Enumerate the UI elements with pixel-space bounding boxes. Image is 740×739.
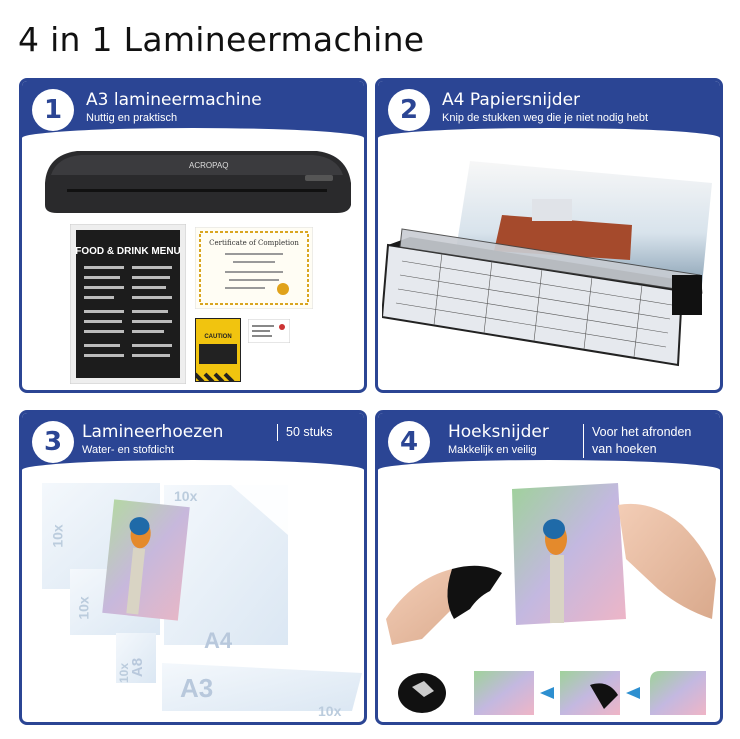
panel-number: 1 bbox=[32, 89, 74, 131]
paper-cutter-image bbox=[382, 161, 712, 367]
caution-sign-image: CAUTION bbox=[195, 318, 241, 382]
pouches-image bbox=[42, 479, 362, 711]
panel-number: 2 bbox=[388, 89, 430, 131]
panel-title: Lamineerhoezen bbox=[82, 422, 224, 442]
panel-subtitle: Water- en stofdicht bbox=[82, 444, 174, 456]
panel-pouches: 3 Lamineerhoezen Water- en stofdicht 50 … bbox=[19, 410, 367, 725]
certificate-image: Certificate of Completion bbox=[195, 227, 313, 309]
certificate-title: Certificate of Completion bbox=[209, 239, 299, 247]
pouch-count-label: 10x bbox=[318, 703, 342, 719]
pouch-size-a3: A3 bbox=[180, 673, 214, 703]
corner-cutter-note: Voor het afronden van hoeken bbox=[583, 424, 691, 458]
panel-subtitle: Knip de stukken weg die je niet nodig he… bbox=[442, 112, 649, 124]
panel-paper-cutter: 2 A4 Papiersnijder Knip de stukken weg d… bbox=[375, 78, 723, 393]
pouch-count-label: 10x bbox=[49, 524, 66, 548]
caution-text: CAUTION bbox=[204, 334, 231, 340]
panel-corner-cutter: 4 Hoeksnijder Makkelijk en veilig Voor h… bbox=[375, 410, 723, 725]
pouch-count-label: 10x bbox=[174, 488, 198, 504]
page-title: 4 in 1 Lamineermachine bbox=[18, 20, 425, 59]
pouch-size-a8: A8 bbox=[129, 657, 147, 678]
menu-card-image: FOOD & DRINK MENU bbox=[70, 224, 186, 384]
pouch-count: 50 stuks bbox=[277, 424, 333, 441]
panel-number: 3 bbox=[32, 421, 74, 463]
pouch-count-label: 10x bbox=[75, 596, 92, 620]
corner-cutter-note-line2: van hoeken bbox=[592, 442, 657, 456]
panel-title: A4 Papiersnijder bbox=[442, 90, 581, 110]
panel-header bbox=[378, 81, 720, 140]
panel-header bbox=[22, 81, 364, 140]
panel-header bbox=[22, 413, 364, 472]
panel-title: A3 lamineermachine bbox=[86, 90, 262, 110]
panel-subtitle: Makkelijk en veilig bbox=[448, 444, 537, 456]
panel-header bbox=[378, 413, 720, 472]
panel-laminator: 1 A3 lamineermachine Nuttig en praktisch… bbox=[19, 78, 367, 393]
panel-title: Hoeksnijder bbox=[448, 422, 549, 442]
pouch-size-a4: A4 bbox=[204, 628, 233, 653]
laminator-brand: ACROPAQ bbox=[189, 161, 228, 170]
corner-cutter-note-line1: Voor het afronden bbox=[592, 425, 692, 439]
menu-text: FOOD & DRINK MENU bbox=[75, 246, 181, 257]
business-card-image bbox=[248, 319, 290, 343]
laminator-machine-image: ACROPAQ bbox=[45, 151, 351, 213]
panel-subtitle: Nuttig en praktisch bbox=[86, 112, 178, 124]
panel-number: 4 bbox=[388, 421, 430, 463]
corner-cutter-image bbox=[386, 483, 716, 715]
